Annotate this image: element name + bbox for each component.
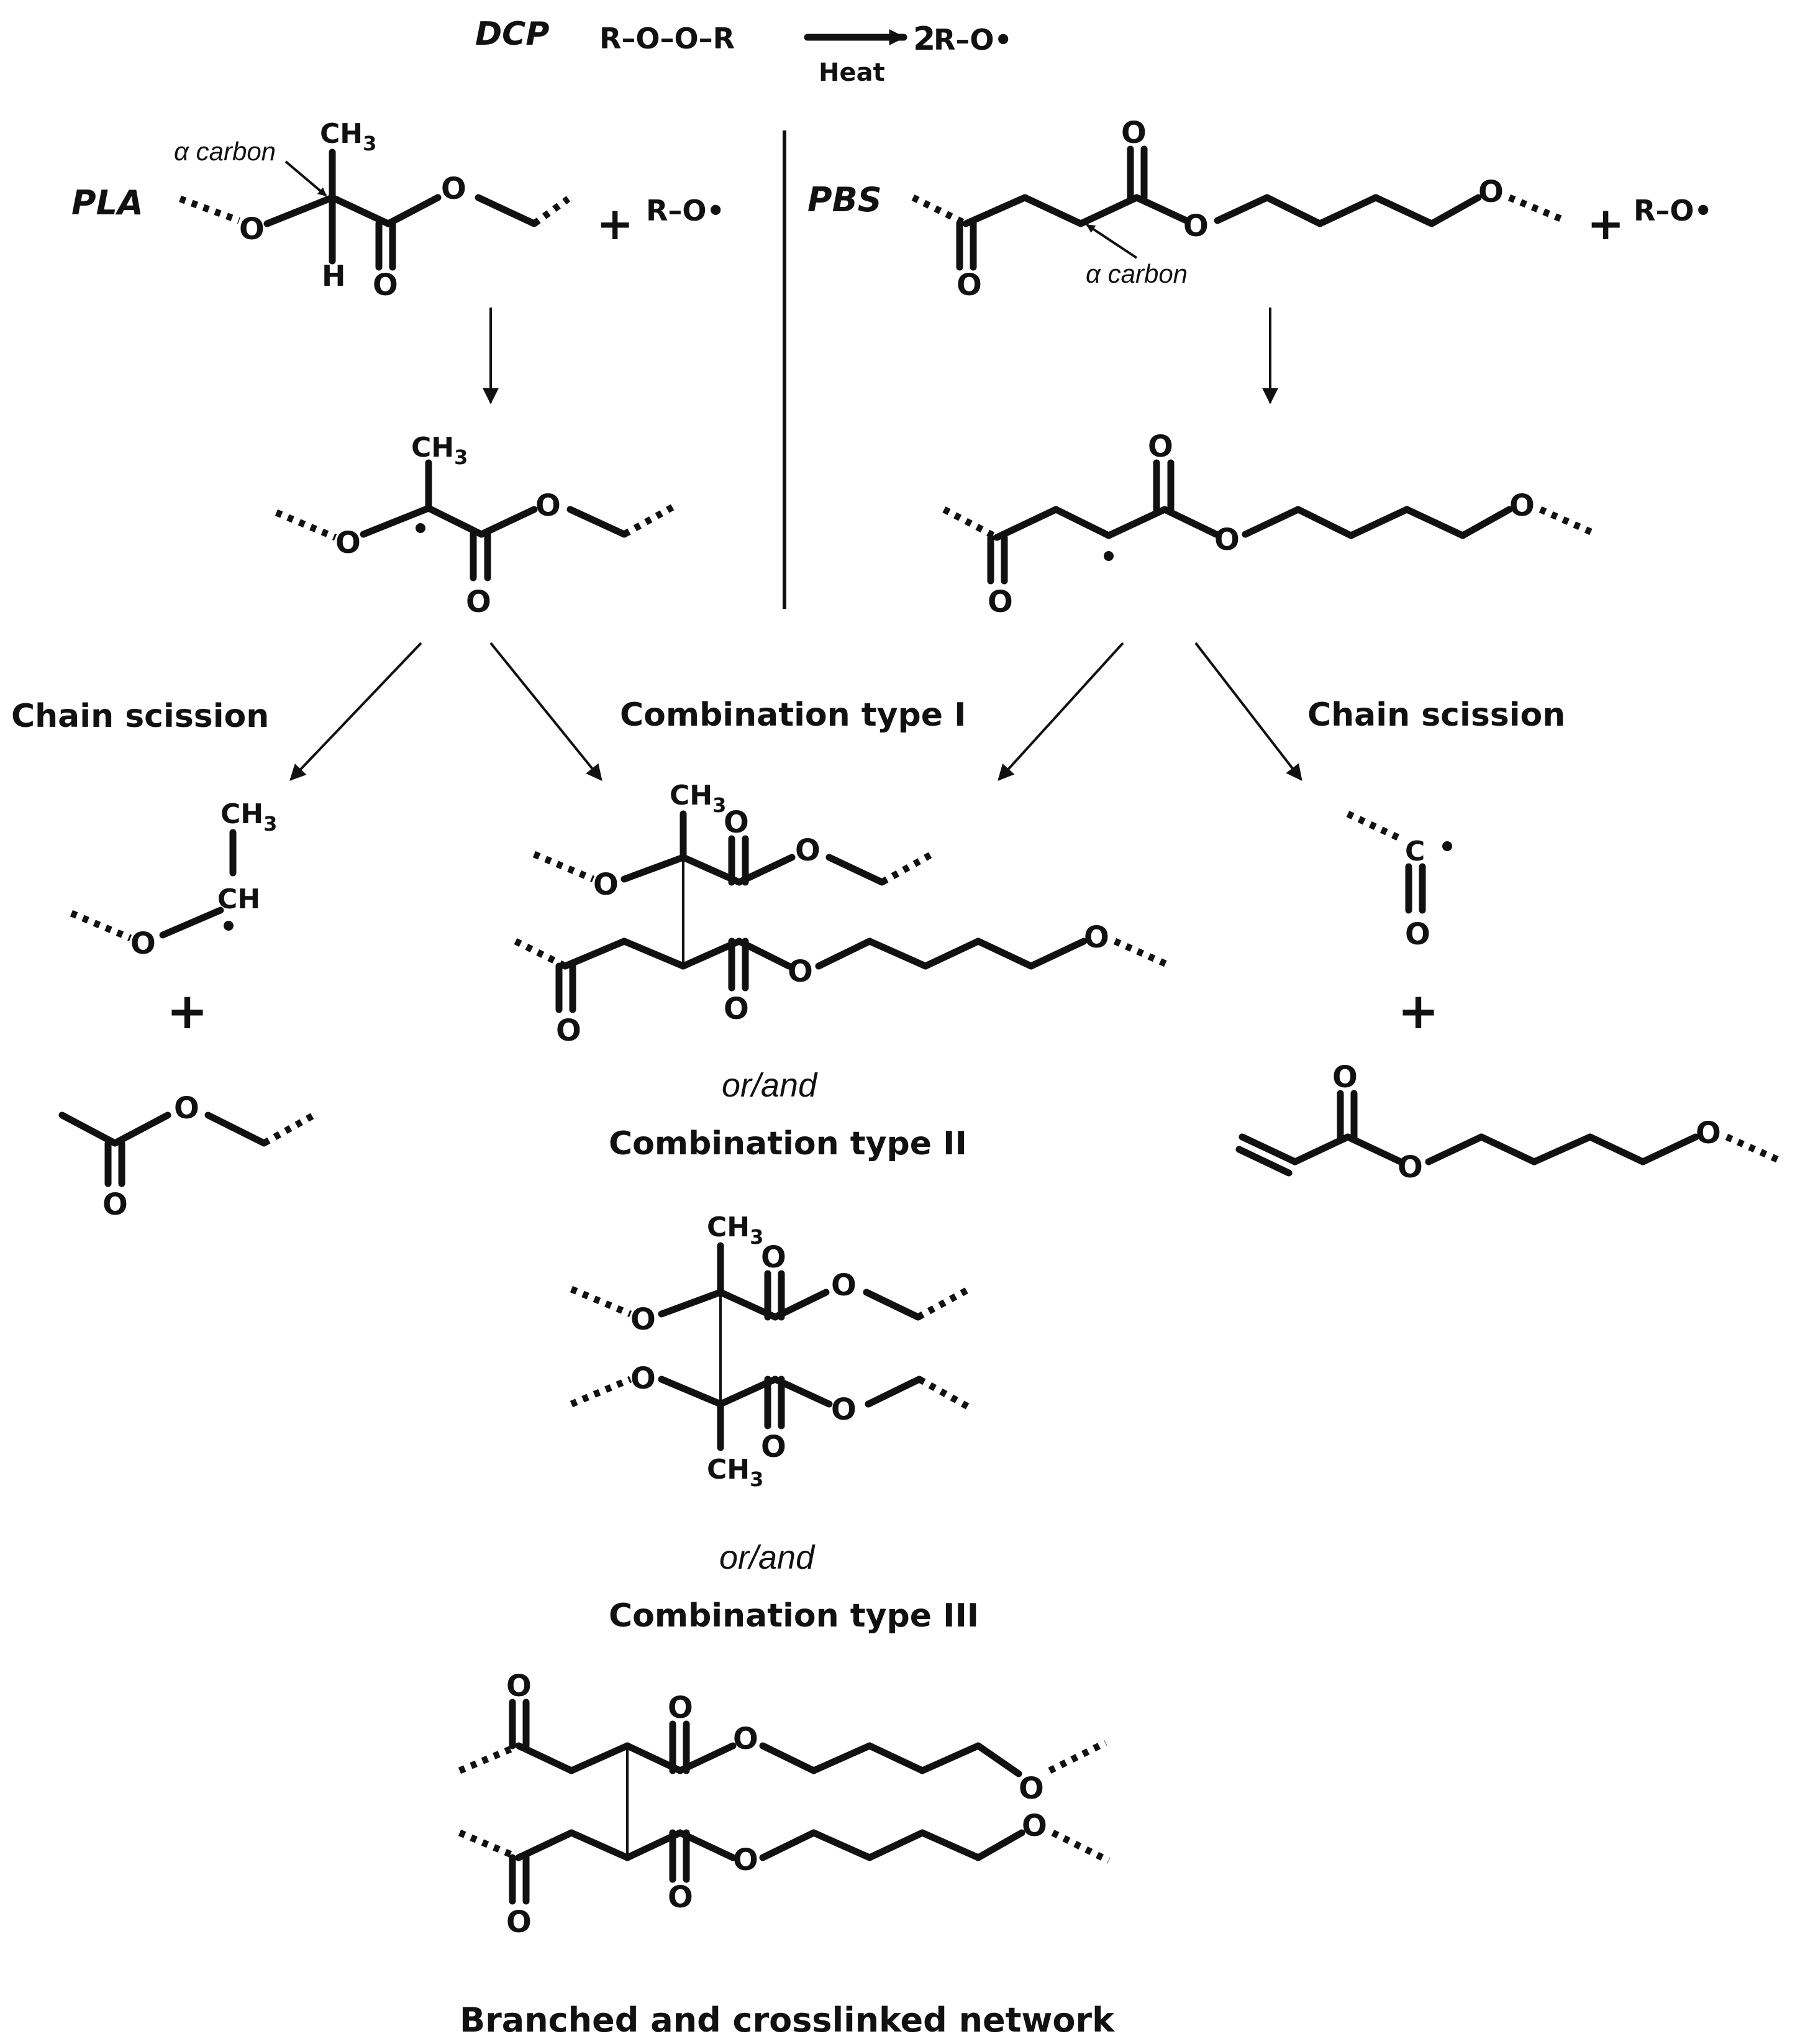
label-right-chain-scission: Chain scission (1307, 696, 1565, 734)
pbs-radical-dot (1104, 551, 1114, 561)
pbs-scission-plus: + (1398, 982, 1439, 1040)
combination-type-3-structure: O O O O O O O O (458, 1669, 1111, 1940)
svg-text:O: O (593, 867, 619, 902)
pla-ester-o-right: O (441, 171, 466, 206)
pbs-radical-structure: O O O O (942, 429, 1598, 619)
svg-text:O: O (1405, 917, 1430, 952)
pla-radical: R–O• (646, 194, 725, 227)
pbs-radical: R–O• (1634, 194, 1712, 227)
pla-label: PLA (71, 183, 143, 222)
pbs-scission-dot (1442, 841, 1452, 851)
svg-text:O: O (1696, 1116, 1721, 1151)
svg-text:O: O (1022, 1809, 1047, 1843)
svg-text:O: O (788, 954, 813, 989)
svg-text:O: O (761, 1240, 786, 1275)
pbs-carbonyl-o-top: O (1121, 116, 1147, 150)
pla-ester-o-left: O (239, 212, 265, 247)
pbs-carbonyl-o-left: O (957, 268, 982, 303)
pla-alpha-pointer (284, 160, 327, 197)
pbs-ether-o: O (1478, 175, 1504, 209)
svg-text:O: O (668, 1690, 693, 1725)
svg-text:O: O (630, 1302, 656, 1337)
svg-text:O: O (724, 805, 749, 840)
pla-scission-ch3: CH3 (220, 798, 277, 836)
svg-text:O: O (795, 833, 820, 868)
pbs-alpha-label: α carbon (1086, 259, 1188, 288)
svg-text:O: O (506, 1669, 532, 1704)
svg-text:O: O (668, 1880, 693, 1915)
svg-text:O: O (724, 992, 749, 1026)
dcp-decomposition: DCP R–O–O–R Heat 2 R–O• (475, 16, 1012, 87)
svg-text:O: O (988, 585, 1013, 619)
label-final-network: Branched and crosslinked network (460, 2001, 1115, 2040)
dcp-label: DCP (475, 16, 549, 53)
pbs-plus: + (1587, 198, 1624, 250)
svg-text:O: O (1214, 522, 1240, 557)
svg-text:O: O (466, 585, 491, 619)
pla-structure: PLA O O O H CH3 α carbon + R–O• (71, 118, 725, 303)
svg-text:O: O (535, 488, 561, 523)
pla-radical-dot (416, 523, 425, 533)
arrow-pla-scission (289, 642, 422, 781)
dcp-product: R–O• (934, 23, 1012, 57)
svg-text:O: O (130, 926, 156, 961)
pbs-structure: PBS O O O O α carbon + R–O• (807, 116, 1712, 303)
dcp-reactant: R–O–O–R (599, 22, 735, 55)
pla-radical-structure: O O O CH3 (275, 432, 676, 619)
arrow-pla-combination (489, 642, 602, 782)
comb2-ch3-bottom: CH3 (707, 1454, 763, 1491)
pla-scission-plus: + (166, 982, 208, 1040)
svg-text:O: O (733, 1843, 758, 1877)
svg-text:O: O (1148, 429, 1173, 464)
or-and-2: or/and (719, 1539, 816, 1576)
or-and-1: or/and (722, 1067, 818, 1104)
arrow-pbs-combination (998, 642, 1124, 781)
pla-h: H (322, 259, 346, 293)
svg-text:O: O (761, 1430, 786, 1464)
svg-text:O: O (174, 1091, 199, 1126)
pla-scission-products: CH3 CH O + O O (58, 798, 316, 1222)
comb1-ch3: CH3 (670, 780, 726, 817)
svg-text:O: O (335, 526, 361, 560)
svg-text:O: O (1398, 1150, 1423, 1185)
pbs-alpha-pointer (1086, 224, 1138, 259)
svg-text:O: O (831, 1268, 857, 1303)
svg-text:O: O (1084, 920, 1109, 955)
heat-label: Heat (819, 58, 885, 87)
label-combination-type-1: Combination type I (620, 696, 966, 734)
svg-text:O: O (733, 1722, 758, 1756)
svg-text:O: O (630, 1361, 656, 1396)
svg-text:O: O (556, 1013, 581, 1048)
pbs-scission-products: C O + O O O (1235, 811, 1784, 1185)
arrow-pbs-scission (1194, 642, 1302, 782)
pla-radical-ch3: CH3 (411, 432, 468, 469)
svg-text:O: O (506, 1905, 532, 1940)
pbs-ester-o: O (1183, 209, 1209, 244)
pla-alpha-label: α carbon (174, 137, 276, 166)
combination-type-2-structure: CH3 O O O O O O CH3 (570, 1211, 971, 1491)
svg-text:O: O (1332, 1060, 1358, 1095)
pla-scission-dot (224, 921, 234, 931)
pbs-label: PBS (807, 180, 882, 219)
pla-scission-ch: CH (217, 883, 260, 915)
label-combination-type-3: Combination type III (609, 1597, 979, 1635)
pla-carbonyl-o: O (373, 268, 398, 303)
label-combination-type-2: Combination type II (609, 1125, 967, 1162)
pla-plus: + (596, 198, 634, 250)
svg-text:O: O (831, 1392, 857, 1427)
svg-text:O: O (1019, 1771, 1044, 1806)
dcp-product-coefficient: 2 (913, 21, 935, 58)
svg-text:O: O (1509, 488, 1535, 523)
pla-ch3: CH3 (320, 118, 376, 155)
label-left-chain-scission: Chain scission (11, 698, 269, 735)
combination-type-1-structure: CH3 O O O O O O O (514, 780, 1173, 1048)
comb2-ch3-top: CH3 (707, 1211, 763, 1249)
pbs-scission-c: C (1405, 836, 1425, 867)
svg-text:O: O (102, 1187, 128, 1222)
